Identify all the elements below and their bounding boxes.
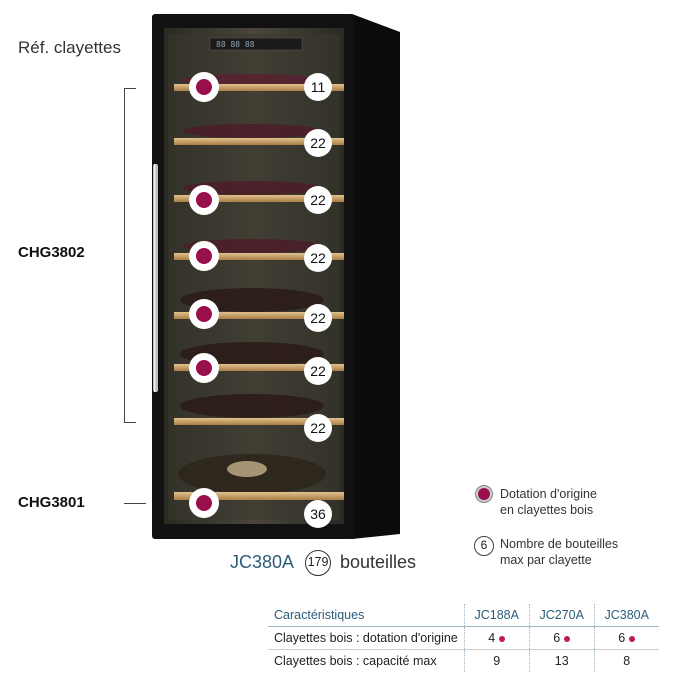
capacity-badge-6: 22 xyxy=(304,357,332,385)
ref-chg3802: CHG3802 xyxy=(18,244,85,261)
capacity-badge-3: 22 xyxy=(304,186,332,214)
spec-table-header: Caractéristiques JC188A JC270A JC380A xyxy=(268,604,659,627)
dot-icon xyxy=(564,635,571,642)
cell-value: 8 xyxy=(593,649,659,672)
svg-text:22: 22 xyxy=(310,135,326,151)
shelves-group xyxy=(174,74,344,500)
svg-text:22: 22 xyxy=(310,363,326,379)
temperature-display: 88 88 88 xyxy=(216,40,255,49)
bottle-count-badge: 179 xyxy=(305,550,331,576)
original-equipment-dot-icon xyxy=(476,486,492,502)
table-row: Clayettes bois : capacité max 9 13 8 xyxy=(268,649,659,672)
capacity-badge-8: 36 xyxy=(304,500,332,528)
shelf-3 xyxy=(174,181,344,202)
original-shelf-markers xyxy=(189,72,219,518)
cell-value: 6 xyxy=(528,626,595,650)
capacity-badge-7: 22 xyxy=(304,414,332,442)
capacity-badge-4: 22 xyxy=(304,244,332,272)
svg-text:22: 22 xyxy=(310,310,326,326)
cell-value: 9 xyxy=(463,649,530,672)
cell-value: 6 xyxy=(593,626,659,650)
chg3802-bracket xyxy=(124,88,136,423)
shelf-2 xyxy=(174,124,344,145)
shelf-8 xyxy=(174,454,344,500)
page-title: Réf. clayettes xyxy=(18,38,121,57)
capacity-badge-5: 22 xyxy=(304,304,332,332)
svg-text:22: 22 xyxy=(310,420,326,436)
cell-value: 13 xyxy=(528,649,595,672)
dot-icon xyxy=(499,635,506,642)
wine-cellar-illustration: 88 88 88 11 22 22 22 22 22 22 36 xyxy=(152,14,400,539)
ref-chg3801: CHG3801 xyxy=(18,494,85,511)
row-label: Clayettes bois : dotation d'origine xyxy=(268,626,465,650)
chg3801-line xyxy=(124,503,146,504)
row-label: Clayettes bois : capacité max xyxy=(274,654,437,668)
dot-icon xyxy=(629,635,636,642)
svg-text:22: 22 xyxy=(310,192,326,208)
svg-text:11: 11 xyxy=(311,79,326,95)
capacity-badge-1: 11 xyxy=(304,73,332,101)
svg-text:22: 22 xyxy=(310,250,326,266)
spec-table: Caractéristiques JC188A JC270A JC380A Cl… xyxy=(268,604,659,672)
header-jc188a: JC188A xyxy=(463,604,530,627)
capacity-badge-2: 22 xyxy=(304,129,332,157)
bottle-unit-label: bouteilles xyxy=(340,552,417,572)
header-jc380a: JC380A xyxy=(593,604,659,627)
svg-text:36: 36 xyxy=(310,506,326,522)
model-name: JC380A xyxy=(230,552,295,572)
header-jc270a: JC270A xyxy=(528,604,595,627)
header-characteristics: Caractéristiques xyxy=(268,604,465,627)
cell-value: 4 xyxy=(463,626,530,650)
table-row: Clayettes bois : dotation d'origine 4 6 … xyxy=(268,626,659,650)
shelf-7 xyxy=(174,394,344,425)
legend-original-equipment: Dotation d'origine en clayettes bois xyxy=(500,487,597,517)
legend-number-icon: 6 xyxy=(474,536,494,556)
legend-max-bottles: Nombre de bouteilles max par clayette xyxy=(500,537,619,567)
